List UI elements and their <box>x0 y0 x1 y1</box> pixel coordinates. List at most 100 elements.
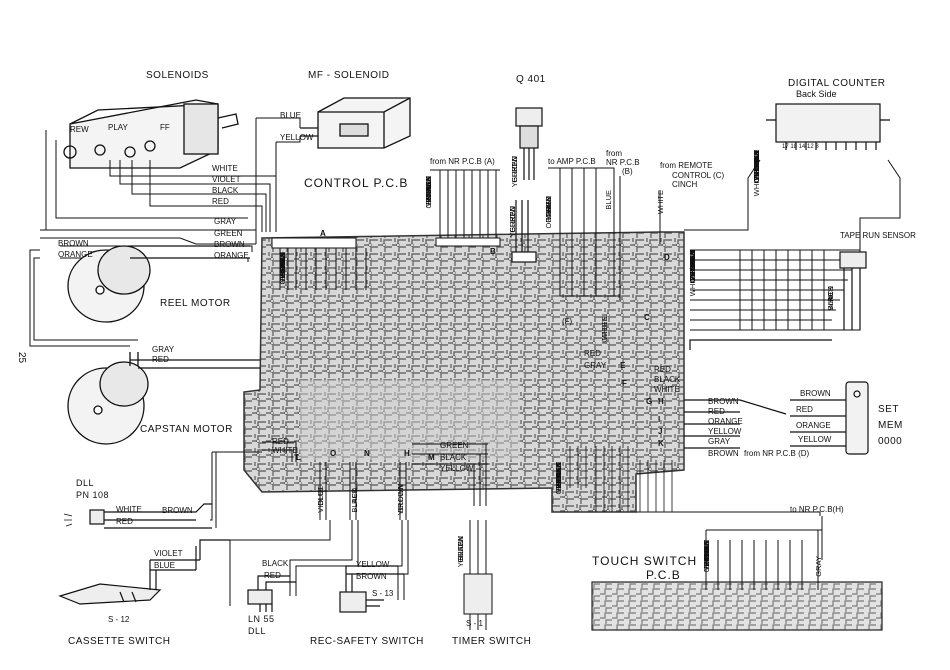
wire-label: BROWN <box>708 449 739 458</box>
cassette-switch-title: CASSETTE SWITCH <box>68 636 171 647</box>
q401-title: Q 401 <box>516 74 546 85</box>
wire-label: BROWN <box>58 239 89 248</box>
wire-label: GREEN <box>440 441 469 450</box>
wire-label: WHITE <box>656 190 665 215</box>
wire-label: GRAY <box>152 345 175 354</box>
tape-run-sensor <box>689 251 867 350</box>
wire-label: RED <box>212 197 229 206</box>
source-label: from NR P.C.B (A) <box>430 157 495 166</box>
digital-counter-pins: 17 18 14 12 8 <box>782 144 819 150</box>
wire-label: VIOLET <box>316 486 325 513</box>
wire-label: ORANGE <box>796 421 831 430</box>
wire-label: YELLOW <box>708 427 742 436</box>
connector-m-label: M <box>428 453 435 462</box>
reel-motor-title: REEL MOTOR <box>160 298 231 309</box>
source-label: from REMOTE <box>660 161 713 170</box>
wire-label: RED <box>654 365 671 374</box>
connector-a-label: A <box>320 229 326 238</box>
wire-label: RED <box>116 517 133 526</box>
bottom-harness <box>210 441 493 630</box>
digital-counter-title: DIGITAL COUNTER <box>788 78 886 89</box>
wire-label: WHITE <box>212 164 238 173</box>
touch-switch-title: TOUCH SWITCH <box>592 554 698 568</box>
wire-label: BROWN <box>708 397 739 406</box>
wire-label: VIOLET <box>154 549 183 558</box>
capstan-motor-title: CAPSTAN MOTOR <box>140 424 233 435</box>
connector-a <box>271 237 367 290</box>
touch-switch-harness <box>636 511 823 590</box>
wire-label: WHITE <box>116 505 142 514</box>
rew-label: REW <box>70 125 89 134</box>
ln55-dll <box>247 575 296 612</box>
wire-label: RED <box>584 349 601 358</box>
wire-label: GRAY <box>708 437 731 446</box>
wire-label: WHITE <box>826 286 835 311</box>
control-pcb-title: CONTROL P.C.B <box>304 176 409 190</box>
mem-label: MEM <box>878 420 903 431</box>
wire-label: BLACK <box>440 453 467 462</box>
dll-title: DLL <box>76 478 95 488</box>
dll-pn108 <box>63 503 212 529</box>
connector-o-label: O <box>330 449 337 458</box>
ff-label: FF <box>160 123 170 132</box>
ln55-title: LN 55 <box>248 614 275 624</box>
connector-h-label: H <box>658 397 664 406</box>
wire-label: BLUE <box>280 111 301 120</box>
wire-label: BROWN <box>278 252 287 281</box>
wire-label: YELLOW <box>798 435 832 444</box>
source-label: NR P.C.B <box>606 158 640 167</box>
connector-l-label: L <box>296 453 301 462</box>
rec-safety-switch <box>339 565 404 613</box>
set-mem-switch <box>684 381 869 455</box>
wire-label: GREEN <box>456 536 465 563</box>
touch-switch-pcb-title: P.C.B <box>646 568 681 582</box>
nr-pcb-a-harness <box>430 169 501 247</box>
wire-label: RED <box>264 571 281 580</box>
wire-label: BLACK <box>350 488 359 513</box>
solenoids-assembly <box>45 99 248 231</box>
connector-d-label: D <box>664 253 670 262</box>
wire-label: WHITE <box>272 446 298 455</box>
source-label: CONTROL (C) <box>672 171 725 180</box>
digital-counter <box>766 103 890 150</box>
wire-label: GREEN <box>214 229 243 238</box>
s13-label: S - 13 <box>372 589 394 598</box>
wire-label: BLACK <box>212 186 239 195</box>
s12-label: S - 12 <box>108 615 130 624</box>
wire-label: GREEN <box>600 316 609 343</box>
connector-e-label: E <box>620 361 626 370</box>
wire-label: WHITE <box>654 385 680 394</box>
solenoids-title: SOLENOIDS <box>146 70 209 81</box>
digital-counter-harness <box>684 159 901 331</box>
connector-n-label: N <box>364 449 370 458</box>
wire-label: BLACK <box>654 375 681 384</box>
wire-label: BROWN <box>800 389 831 398</box>
wire-label: WHITE 2 <box>752 150 761 181</box>
mf-solenoid-title: MF - SOLENOID <box>308 70 390 81</box>
source-label: to AMP P.C.B <box>548 157 596 166</box>
control-pcb-board <box>243 231 685 513</box>
timer-switch-title: TIMER SWITCH <box>452 636 532 647</box>
wire-label: RED <box>544 196 553 212</box>
wire-label: BLUE <box>604 190 613 210</box>
rec-safety-title: REC-SAFETY SWITCH <box>310 636 424 647</box>
wire-label: BLUE <box>154 561 175 570</box>
dll2-title: DLL <box>248 626 267 636</box>
q401-transistor <box>511 107 543 263</box>
connector-h2-label: H <box>404 449 410 458</box>
wire-label: YELLOW <box>356 560 390 569</box>
wire-label: YELLOW <box>440 464 474 473</box>
wire-label: YELLOW <box>280 133 314 142</box>
wire-label: BLACK <box>262 559 289 568</box>
digital-counter-subtitle: Back Side <box>796 89 837 99</box>
connector-k-label: K <box>658 439 664 448</box>
source-label: (F) <box>562 317 573 326</box>
capstan-motor <box>29 249 260 445</box>
source-label: CINCH <box>672 180 698 189</box>
connector-f-label: F <box>622 379 627 388</box>
wire-label: ORANGE <box>58 250 93 259</box>
zero-label: 0000 <box>878 436 903 447</box>
wire-label: BROWN <box>214 240 245 249</box>
